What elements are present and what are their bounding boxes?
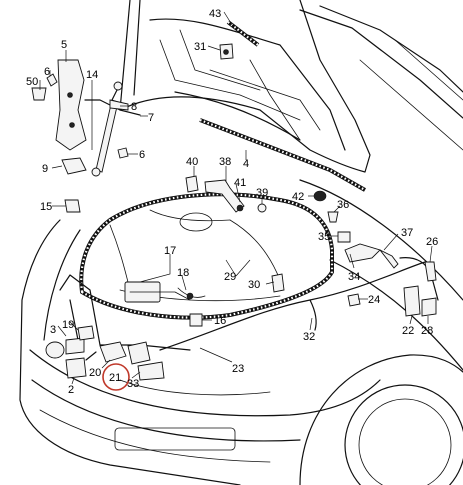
part-label: 35 — [318, 231, 330, 243]
highlight-ring — [102, 363, 130, 391]
hinge-and-strut — [31, 59, 141, 213]
part-label: 4 — [243, 158, 249, 170]
part-label: 18 — [177, 267, 189, 279]
part-label: 41 — [234, 177, 246, 189]
part-label: 38 — [219, 156, 231, 168]
part-label: 20 — [89, 367, 101, 379]
part-label-highlighted: 21 — [109, 372, 121, 384]
part-label: 23 — [232, 363, 244, 375]
part-label: 17 — [164, 245, 176, 257]
part-label: 6 — [139, 149, 145, 161]
part-label: 28 — [421, 325, 433, 337]
part-label: 8 — [131, 101, 137, 113]
part-label: 42 — [292, 191, 304, 203]
part-label: 14 — [86, 69, 98, 81]
part-label: 34 — [348, 271, 360, 283]
part-label: 2 — [68, 384, 74, 396]
part-label: 50 — [26, 76, 38, 88]
part-label: 7 — [148, 112, 154, 124]
part-labels: 43 5 31 50 6 14 8 7 6 4 40 38 9 41 39 42… — [26, 8, 438, 396]
part-label: 16 — [214, 315, 226, 327]
part-label: 24 — [368, 294, 380, 306]
right-side-parts — [177, 43, 439, 327]
part-label: 26 — [426, 236, 438, 248]
part-label: 39 — [256, 187, 268, 199]
part-label: 31 — [194, 41, 206, 53]
part-label: 43 — [209, 8, 221, 20]
part-label: 30 — [248, 279, 260, 291]
part-label: 40 — [186, 156, 198, 168]
part-label: 15 — [40, 201, 52, 213]
part-label: 29 — [224, 271, 236, 283]
part-label: 19 — [62, 319, 74, 331]
engine-bay-details — [59, 209, 426, 351]
leader-lines — [39, 11, 433, 385]
part-label: 22 — [402, 325, 414, 337]
engine-bay-seal — [79, 192, 334, 320]
part-label: 36 — [337, 199, 349, 211]
part-label: 32 — [303, 331, 315, 343]
part-label: 9 — [42, 163, 48, 175]
latch-parts — [65, 325, 165, 381]
part-label: 5 — [61, 39, 67, 51]
part-label: 33 — [127, 378, 139, 390]
part-label: 3 — [50, 324, 56, 336]
part-label: 37 — [401, 227, 413, 239]
part-label: 6 — [44, 66, 50, 78]
